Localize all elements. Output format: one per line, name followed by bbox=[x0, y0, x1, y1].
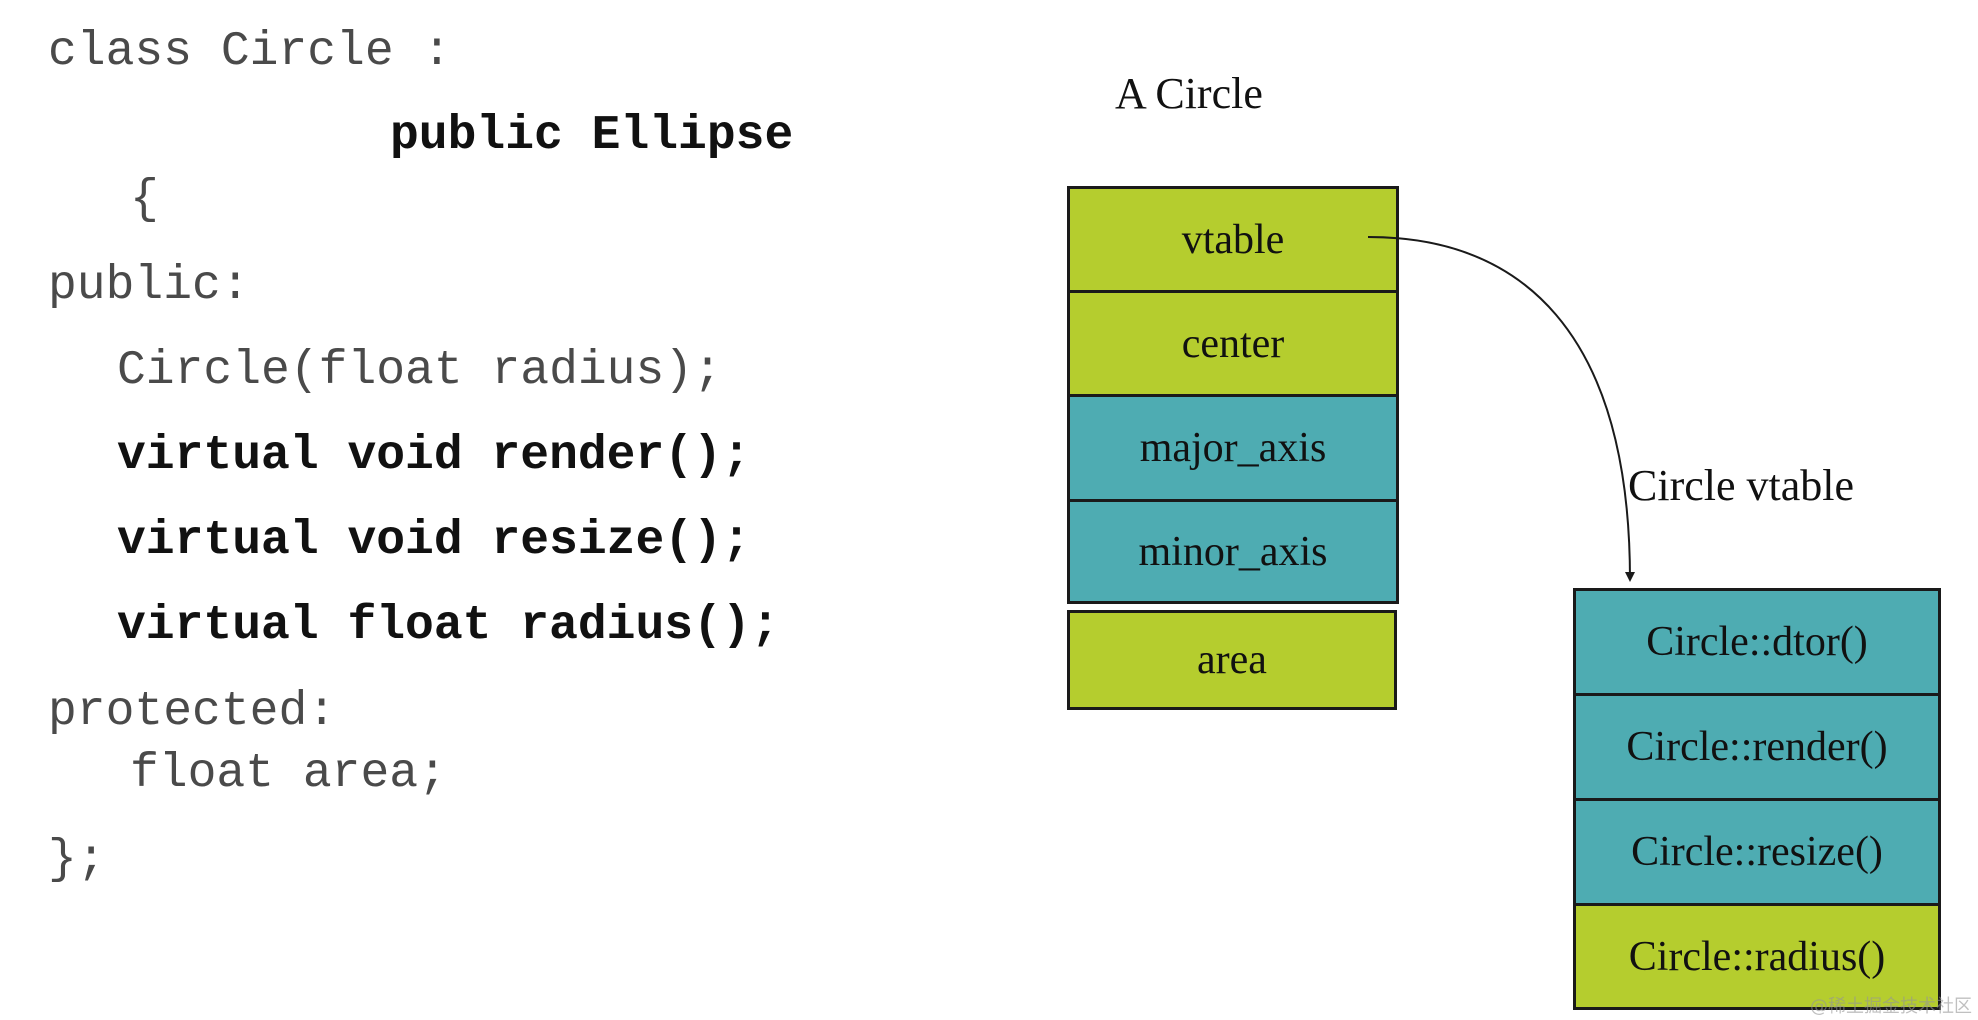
watermark: @稀土掘金技术社区 bbox=[1810, 996, 1972, 1017]
object-field-vtable: vtable bbox=[1067, 186, 1399, 293]
code-virtual-render: virtual void render(); bbox=[117, 429, 751, 483]
code-public-label: public: bbox=[48, 259, 250, 313]
code-listing: class Circle : public Ellipse { public: … bbox=[0, 0, 793, 884]
code-close-brace: }; bbox=[48, 833, 106, 887]
code-constructor: Circle(float radius); bbox=[117, 344, 722, 398]
vtable-entry-radius: Circle::radius() bbox=[1573, 903, 1941, 1010]
code-base-class: public Ellipse bbox=[390, 109, 794, 163]
object-field-center: center bbox=[1067, 290, 1399, 397]
code-area-member: float area; bbox=[130, 747, 447, 801]
vtable-title: Circle vtable bbox=[1628, 461, 1855, 510]
code-class-declaration: class Circle : bbox=[48, 25, 452, 79]
vtable-entry-render: Circle::render() bbox=[1573, 693, 1941, 801]
code-virtual-resize: virtual void resize(); bbox=[117, 514, 751, 568]
object-title: A Circle bbox=[1115, 69, 1263, 118]
code-open-brace: { bbox=[130, 173, 159, 227]
object-field-minor-axis: minor_axis bbox=[1067, 499, 1399, 604]
vtable-entry-resize: Circle::resize() bbox=[1573, 798, 1941, 906]
code-protected-label: protected: bbox=[48, 685, 337, 739]
code-virtual-radius: virtual float radius(); bbox=[117, 599, 780, 653]
object-field-area: area bbox=[1067, 610, 1397, 710]
